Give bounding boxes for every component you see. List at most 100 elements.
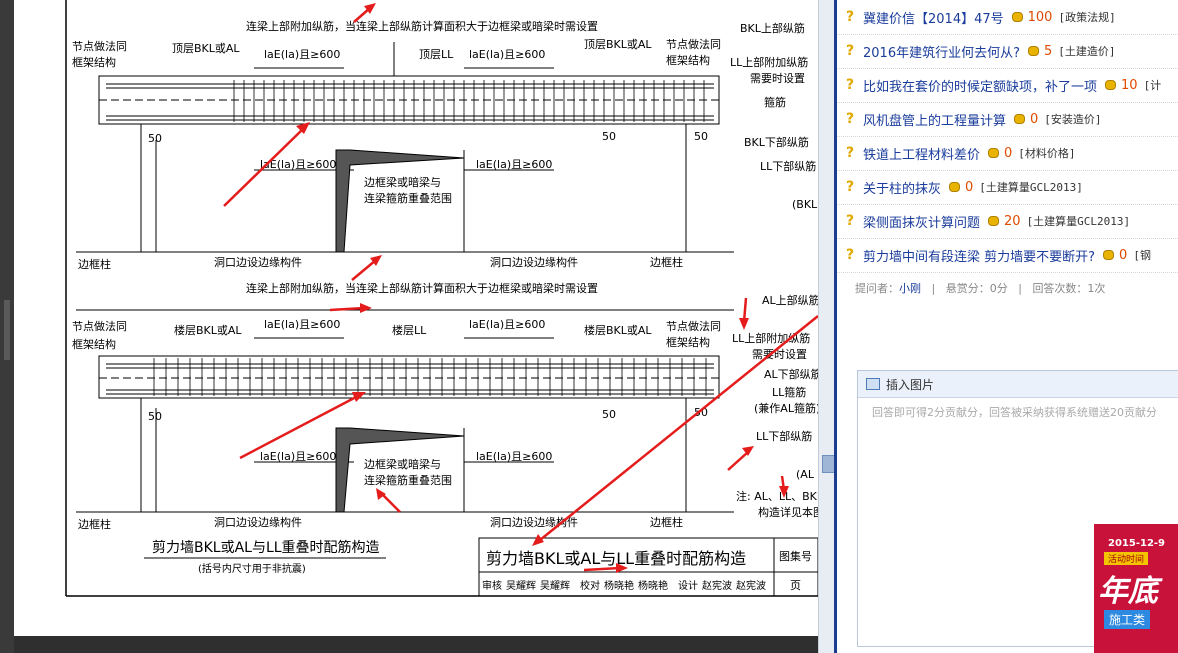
question-icon: ?	[845, 43, 855, 59]
sign-cell: 杨晓艳	[604, 579, 634, 592]
dim-50: 50	[694, 406, 708, 419]
splitter-grip[interactable]	[4, 300, 10, 360]
dim-50: 50	[602, 130, 616, 143]
node-note-right-2: 框架结构	[666, 53, 710, 67]
coin-icon	[1103, 250, 1115, 260]
anchor-label: laE(la)且≥600	[469, 48, 545, 61]
question-category[interactable]: [土建算量GCL2013]	[1026, 215, 1131, 228]
side-ll-add: LL上部附加纵筋	[730, 55, 808, 69]
coin-icon	[1014, 114, 1026, 124]
question-points: 10	[1121, 77, 1138, 93]
asker-label: 提问者：	[855, 282, 899, 295]
side-ll-add: LL上部附加纵筋	[732, 331, 810, 345]
anchor-label: laE(la)且≥600	[260, 450, 336, 463]
horizontal-scrollbar[interactable]	[14, 636, 818, 653]
dim-50: 50	[148, 410, 162, 423]
question-category[interactable]: [材料价格]	[1018, 147, 1076, 160]
node-note-left-2: 框架结构	[72, 337, 116, 351]
node-note-left-2: 框架结构	[72, 55, 116, 69]
sign-cell: 吴耀辉	[506, 580, 536, 592]
side-ll-bottom-2: LL下部纵筋	[756, 429, 812, 443]
question-item[interactable]: ? 冀建价信【2014】47号 100 [政策法规]	[837, 0, 1178, 35]
sign-cell: 设计	[678, 579, 698, 592]
question-item[interactable]: ? 比如我在套价的时候定额缺项，补了一项 10 [计	[837, 68, 1178, 103]
question-category[interactable]: [计	[1143, 79, 1162, 92]
overlap-label: 边框梁或暗梁与	[364, 175, 441, 189]
question-points: 100	[1027, 9, 1053, 25]
overlap-label-2: 连梁箍筋重叠范围	[364, 473, 452, 487]
caption-note: (括号内尺寸用于非抗震)	[198, 562, 306, 575]
question-item[interactable]: ? 风机盘管上的工程量计算 0 [安装造价]	[837, 102, 1178, 137]
question-panel: ? 冀建价信【2014】47号 100 [政策法规] ? 2016年建筑行业何去…	[837, 0, 1178, 653]
atlas-number-label: 图集号	[779, 549, 812, 563]
question-title-link[interactable]: 2016年建筑行业何去何从?	[863, 45, 1020, 61]
question-category[interactable]: [土建算量GCL2013]	[979, 181, 1083, 194]
anchor-label: laE(la)且≥600	[264, 48, 340, 61]
question-category[interactable]: [土建造价]	[1058, 45, 1116, 58]
question-item[interactable]: ? 关于柱的抹灰 0 [土建算量GCL2013]	[837, 170, 1178, 205]
question-title-link[interactable]: 冀建价信【2014】47号	[863, 11, 1004, 27]
question-category[interactable]: [安装造价]	[1044, 113, 1102, 126]
asker-link[interactable]: 小刚	[899, 282, 921, 295]
question-icon: ?	[845, 213, 855, 229]
question-title-link[interactable]: 风机盘管上的工程量计算	[863, 113, 1007, 129]
page-label: 页	[790, 579, 801, 592]
coin-icon	[988, 148, 1000, 158]
top-bkl-left-label: 顶层BKL或AL	[172, 42, 240, 55]
question-title-link[interactable]: 剪力墙中间有段连梁 剪力墙要不要断开?	[863, 249, 1096, 265]
sign-cell: 赵宪波	[702, 579, 732, 592]
overlap-label: 边框梁或暗梁与	[364, 457, 441, 471]
promo-subtitle: 施工类	[1104, 610, 1151, 629]
question-title-link[interactable]: 梁侧面抹灰计算问题	[863, 215, 981, 231]
anchor-label: laE(la)且≥600	[476, 158, 552, 171]
node-note-left: 节点做法同	[72, 39, 127, 53]
drawing-caption: 剪力墙BKL或AL与LL重叠时配筋构造	[152, 539, 380, 556]
reward-text: 悬赏分：0分	[945, 282, 1008, 295]
meta-separator: |	[1018, 282, 1022, 295]
sign-cell: 杨晓艳	[638, 579, 668, 592]
opening-member-label: 洞口边设边缘构件	[490, 515, 578, 529]
question-item[interactable]: ? 2016年建筑行业何去何从? 5 [土建造价]	[837, 34, 1178, 69]
question-title-link[interactable]: 比如我在套价的时候定额缺项，补了一项	[863, 79, 1098, 95]
question-category[interactable]: [钢	[1133, 249, 1151, 262]
promo-headline: 年底	[1098, 574, 1158, 609]
question-icon: ?	[845, 179, 855, 195]
dim-50: 50	[148, 132, 162, 145]
mid-note: 连梁上部附加纵筋，当连梁上部纵筋计算面积大于边框梁或暗梁时需设置	[246, 281, 598, 295]
floor-ll-label: 楼层LL	[392, 323, 427, 337]
question-item[interactable]: ? 剪力墙中间有段连梁 剪力墙要不要断开? 0 [钢	[837, 238, 1178, 273]
panel-border	[834, 0, 837, 653]
edge-column-label: 边框柱	[650, 515, 683, 529]
side-al-stirrup: (兼作AL箍筋)	[754, 401, 818, 415]
side-al-paren: (AL	[796, 468, 815, 481]
side-need: 需要时设置	[752, 348, 807, 361]
insert-image-label: 插入图片	[886, 377, 935, 392]
question-item[interactable]: ? 梁侧面抹灰计算问题 20 [土建算量GCL2013]	[837, 204, 1178, 239]
image-icon	[866, 378, 880, 390]
node-note-right-2: 框架结构	[666, 335, 710, 349]
question-points: 0	[1119, 247, 1128, 263]
question-title-link[interactable]: 铁道上工程材料差价	[863, 147, 981, 163]
top-ll-label: 顶层LL	[419, 48, 454, 61]
opening-member-label: 洞口边设边缘构件	[490, 255, 578, 269]
coin-icon	[1027, 46, 1039, 56]
promo-tag: 活动时间	[1104, 552, 1149, 565]
meta-separator: |	[931, 282, 936, 295]
top-note: 连梁上部附加纵筋，当连梁上部纵筋计算面积大于边框梁或暗梁时需设置	[246, 19, 598, 33]
title-block-name: 剪力墙BKL或AL与LL重叠时配筋构造	[486, 549, 746, 568]
insert-image-button[interactable]: 插入图片	[858, 371, 1178, 398]
floor-bkl-left-label: 楼层BKL或AL	[174, 323, 242, 337]
side-bkl-top: BKL上部纵筋	[740, 21, 805, 35]
question-item[interactable]: ? 铁道上工程材料差价 0 [材料价格]	[837, 136, 1178, 171]
answer-input[interactable]: 回答即可得2分贡献分，回答被采纳获得系统赠送20贡献分	[872, 406, 1157, 419]
anchor-label: laE(la)且≥600	[476, 450, 552, 463]
question-title-link[interactable]: 关于柱的抹灰	[863, 181, 942, 197]
coin-icon	[988, 216, 1000, 226]
answer-count: 回答次数：1次	[1032, 282, 1106, 295]
node-note-right: 节点做法同	[666, 37, 721, 51]
node-note-left: 节点做法同	[72, 319, 127, 333]
question-category[interactable]: [政策法规]	[1058, 11, 1116, 24]
question-points: 0	[1004, 145, 1013, 161]
promo-banner[interactable]: 2015-12-9 活动时间 年底 施工类	[1094, 524, 1178, 653]
opening-member-label: 洞口边设边缘构件	[214, 255, 302, 269]
